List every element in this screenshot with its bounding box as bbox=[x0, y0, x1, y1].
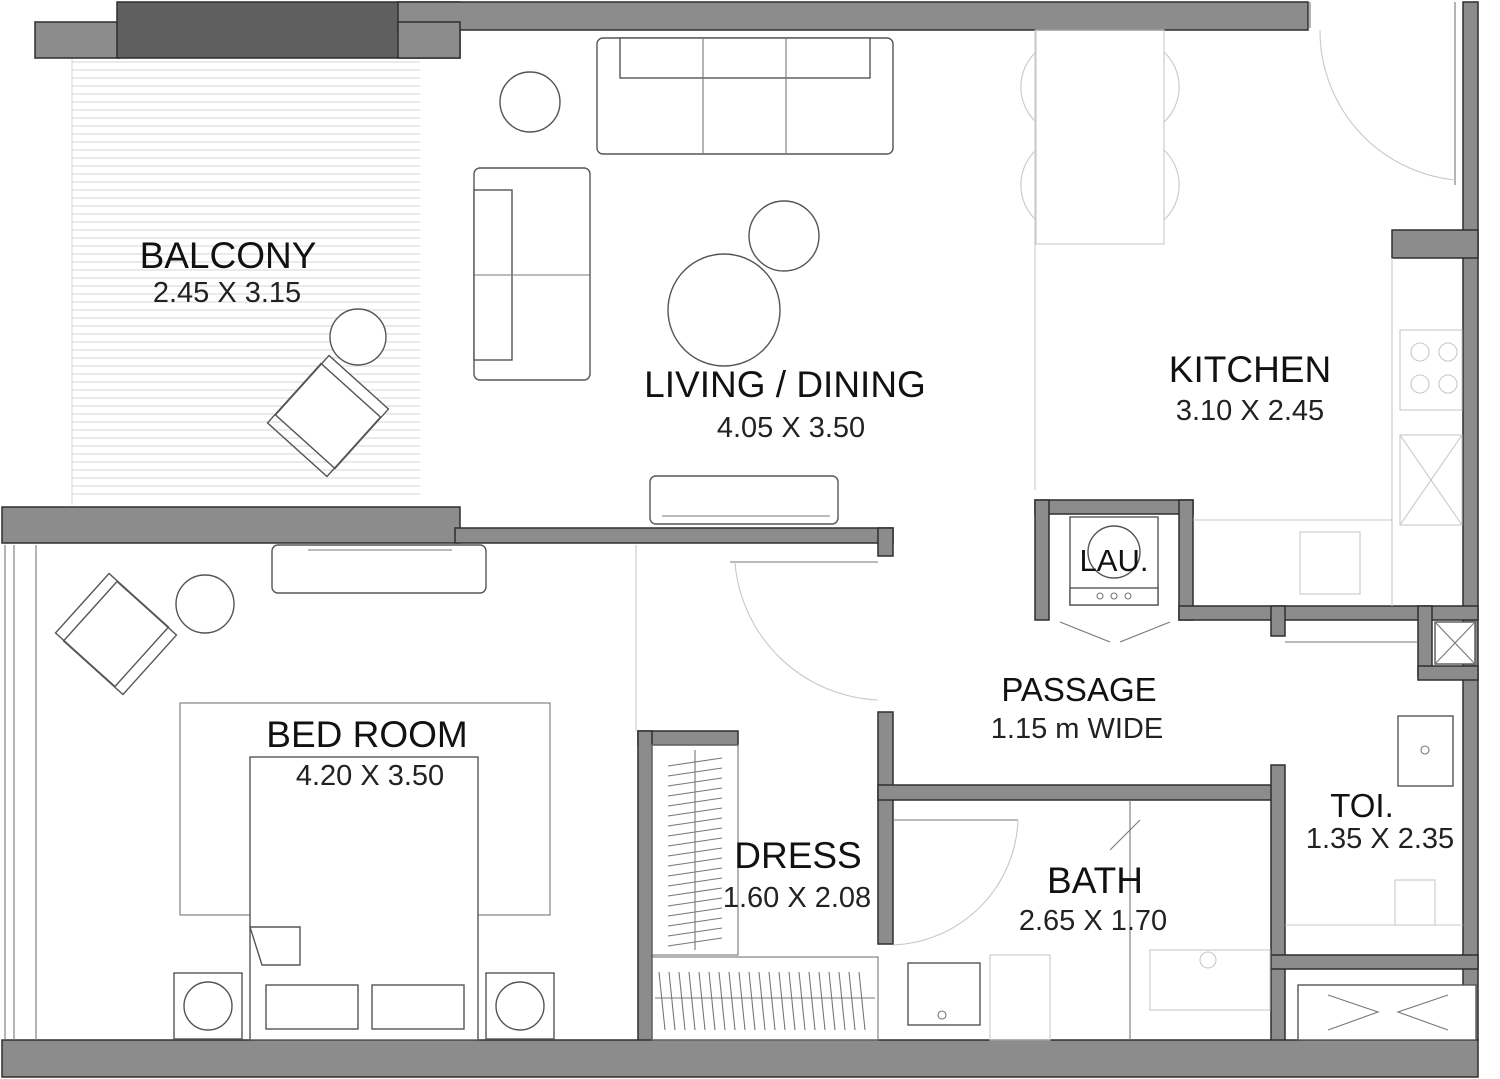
wardrobe bbox=[651, 744, 879, 1041]
passage-label: PASSAGE bbox=[1001, 671, 1156, 708]
toilet-fixtures bbox=[1285, 621, 1477, 1041]
bath-label: BATH bbox=[1047, 860, 1143, 901]
room-labels: BALCONY 2.45 X 3.15 LIVING / DINING 4.05… bbox=[140, 235, 1455, 937]
toilet-size: 1.35 X 2.35 bbox=[1306, 823, 1454, 855]
laundry-label: LAU. bbox=[1080, 543, 1149, 578]
dress-label: DRESS bbox=[734, 835, 861, 876]
bedroom-label: BED ROOM bbox=[266, 714, 467, 755]
bath-size: 2.65 X 1.70 bbox=[1019, 905, 1167, 937]
dining-set bbox=[1020, 29, 1456, 245]
balcony-furniture bbox=[266, 308, 390, 478]
balcony-label: BALCONY bbox=[140, 235, 317, 276]
bath-fixtures bbox=[892, 800, 1271, 1041]
bedroom-furniture bbox=[54, 544, 879, 1041]
kitchen-label: KITCHEN bbox=[1169, 349, 1331, 390]
kitchen-fixtures bbox=[1193, 258, 1463, 606]
balcony-size: 2.45 X 3.15 bbox=[153, 277, 301, 309]
washing-machine bbox=[1059, 516, 1171, 643]
living-size: 4.05 X 3.50 bbox=[717, 412, 865, 444]
kitchen-size: 3.10 X 2.45 bbox=[1176, 395, 1324, 427]
bedroom-size: 4.20 X 3.50 bbox=[296, 760, 444, 792]
passage-size: 1.15 m WIDE bbox=[991, 713, 1163, 745]
dress-size: 1.60 X 2.08 bbox=[723, 882, 871, 914]
toilet-label: TOI. bbox=[1330, 787, 1394, 824]
living-label: LIVING / DINING bbox=[644, 364, 926, 405]
living-furniture bbox=[473, 30, 1036, 525]
glazing bbox=[4, 2, 1456, 1040]
